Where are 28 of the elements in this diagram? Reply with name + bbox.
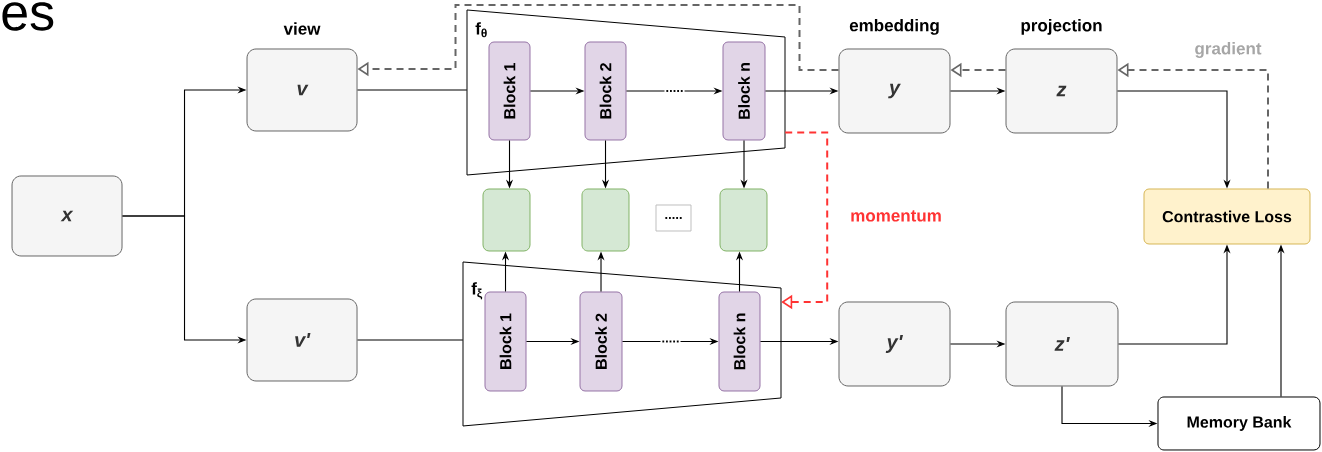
heading-fragment: es — [2, 2, 54, 31]
box-heading: view — [283, 22, 321, 35]
block-box: Block 2 — [584, 41, 627, 141]
variable-box: v — [246, 48, 358, 132]
box-heading: embedding — [849, 18, 939, 35]
loss-box: Contrastive Loss — [1143, 188, 1311, 245]
edge-label: ..... — [664, 89, 685, 93]
variable-box: x — [11, 175, 123, 257]
variable-box: y' — [838, 301, 951, 387]
edge-label: ..... — [660, 339, 681, 344]
block-box: Block 1 — [488, 41, 531, 141]
block-box: Block 2 — [579, 291, 623, 392]
variable-box: z — [1005, 48, 1118, 134]
feature-box — [719, 188, 768, 252]
edge-label: gradient — [1193, 41, 1263, 59]
feature-box — [482, 188, 531, 252]
memory-bank-box: Memory Bank — [1157, 396, 1321, 451]
feature-box — [581, 188, 630, 252]
edge-label: momentum — [849, 209, 943, 223]
variable-box: z' — [1005, 301, 1119, 387]
variable-box: v' — [246, 298, 358, 382]
block-box: Block 1 — [484, 291, 527, 392]
block-box: Block n — [722, 41, 766, 141]
ellipsis-box: ..... — [655, 204, 692, 232]
arrow — [781, 131, 829, 310]
variable-box: y — [838, 48, 951, 134]
box-heading: projection — [1021, 18, 1102, 35]
block-box: Block n — [718, 291, 761, 392]
